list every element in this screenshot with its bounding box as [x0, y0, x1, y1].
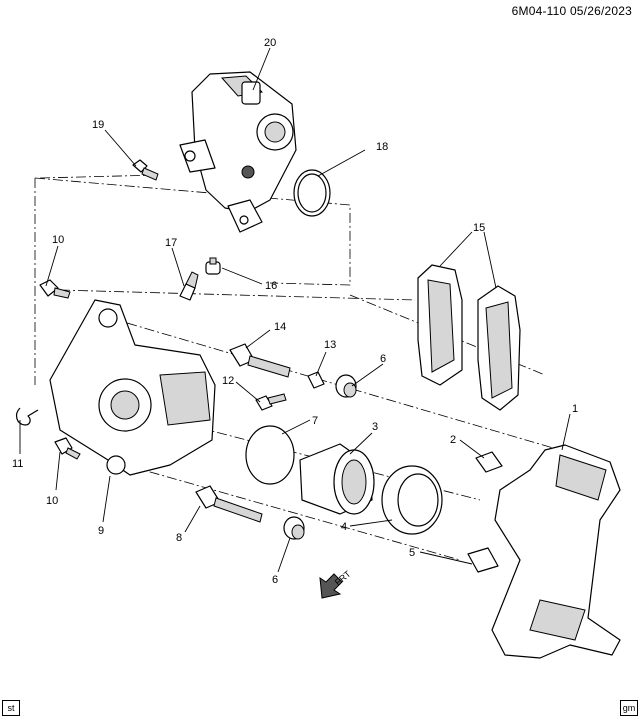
callout-13: 13 [324, 339, 336, 351]
callout-9: 9 [98, 525, 104, 537]
motor-bolt [132, 159, 159, 181]
callout-15: 15 [473, 222, 485, 234]
callout-16: 16 [265, 280, 277, 292]
guide-pin-lower [195, 485, 263, 523]
caliper-bolt-upper [39, 279, 71, 299]
callout-7: 7 [312, 415, 318, 427]
retaining-clip [15, 407, 39, 426]
guide-pin-boot-upper [335, 374, 357, 398]
pad-clip-lower [467, 547, 499, 573]
bleeder-valve [179, 271, 199, 301]
piston-seal [245, 425, 295, 485]
callout-6-upper: 6 [380, 353, 386, 365]
piston-dust-boot [381, 465, 443, 535]
callout-2: 2 [450, 434, 456, 446]
guide-pin-boot-small [307, 371, 325, 389]
callout-17: 17 [165, 237, 177, 249]
callout-3: 3 [372, 421, 378, 433]
diagram-date: 05/26/2023 [569, 4, 632, 18]
callout-4: 4 [341, 521, 347, 533]
caliper-housing [49, 299, 216, 476]
brake-pad-outer [417, 264, 463, 386]
diagram-id: 6M04-110 [511, 4, 567, 18]
callout-6-lower: 6 [272, 574, 278, 586]
callout-20: 20 [264, 37, 276, 49]
guide-pin-upper [229, 343, 291, 378]
leader-lines [19, 47, 571, 573]
diagram-reference: 6M04-110 05/26/2023 [512, 4, 632, 18]
caliper-bolt [255, 393, 287, 411]
caliper-piston [299, 443, 375, 515]
callout-18: 18 [376, 141, 388, 153]
callout-19: 19 [92, 119, 104, 131]
corner-tag-left: st [2, 700, 20, 716]
caliper-bolt-lower [54, 437, 81, 460]
callout-8: 8 [176, 532, 182, 544]
callout-5: 5 [409, 547, 415, 559]
alignment-lines [34, 174, 561, 561]
callout-1: 1 [572, 403, 578, 415]
caliper-bracket [491, 444, 621, 659]
guide-pin-boot-lower [283, 516, 305, 540]
callout-10-upper: 10 [52, 234, 64, 246]
front-label: FRT [333, 568, 353, 587]
callout-10-lower: 10 [46, 495, 58, 507]
brake-pad-inner [477, 285, 521, 411]
corner-tag-right: gm [620, 700, 638, 716]
callout-14: 14 [274, 321, 286, 333]
brake-motor-assembly [179, 71, 297, 233]
front-direction-arrow: FRT [319, 568, 353, 599]
callout-12: 12 [222, 375, 234, 387]
callouts: 20 19 18 15 17 16 10 14 13 6 12 7 3 2 1 … [12, 37, 578, 586]
callout-11: 11 [12, 458, 23, 470]
bleeder-cap [205, 257, 221, 275]
